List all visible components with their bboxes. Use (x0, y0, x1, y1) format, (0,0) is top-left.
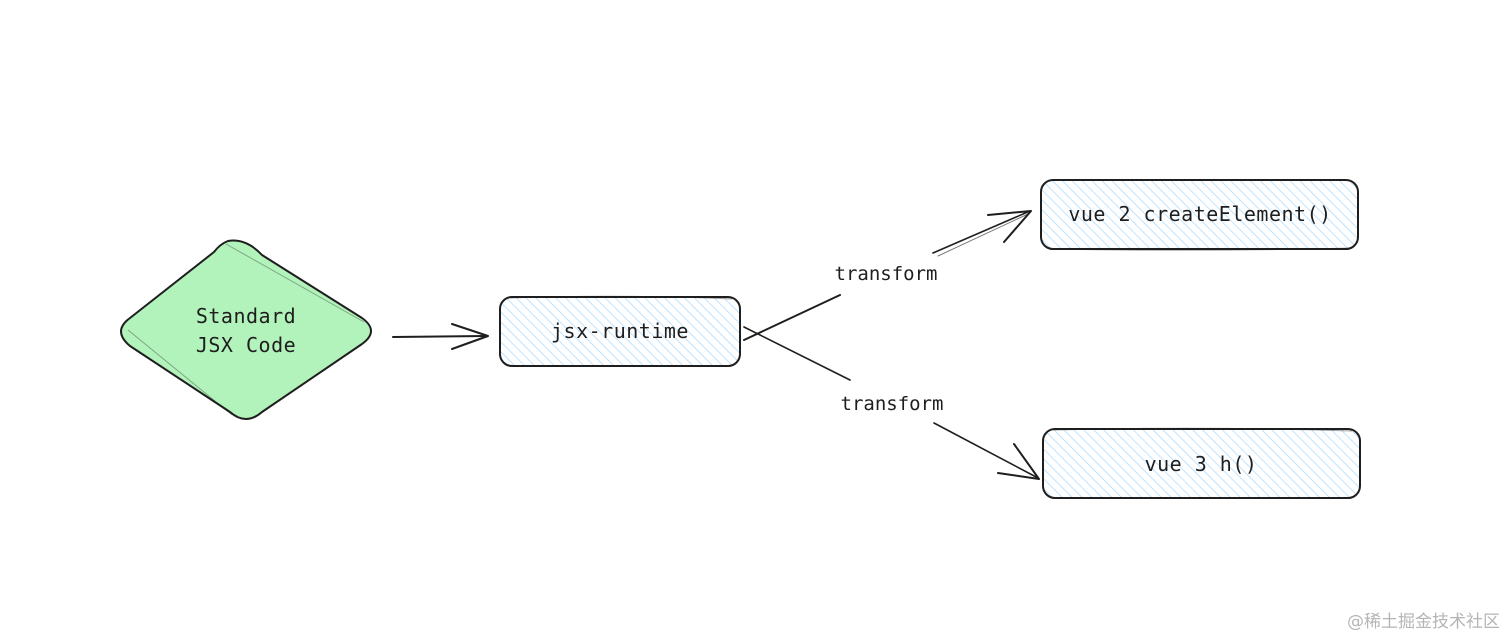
arrow-runtime-to-vue3 (743, 326, 1040, 480)
node-vue3-fill (1043, 429, 1360, 498)
arrow-runtime-to-vue2 (743, 210, 1032, 341)
edge-label-lower: transform (841, 393, 944, 415)
node-standard-jsx-line1: Standard (196, 304, 296, 328)
edge-label-upper: transform (835, 263, 938, 285)
node-vue2-fill (1041, 180, 1358, 249)
node-standard-jsx-line2: JSX Code (196, 333, 296, 357)
node-jsx-runtime-label: jsx-runtime (551, 319, 689, 343)
arrow-source-to-runtime (392, 323, 489, 350)
node-vue2-border (1040, 179, 1359, 250)
node-vue3-h[interactable]: vue 3 h() (1042, 427, 1361, 499)
node-jsx-runtime[interactable]: jsx-runtime (499, 295, 741, 367)
node-vue3-border (1042, 428, 1361, 499)
node-vue3-label: vue 3 h() (1145, 452, 1258, 476)
node-standard-jsx-sketch (127, 243, 365, 416)
node-standard-jsx-shape (120, 239, 372, 420)
node-jsx-runtime-fill (500, 297, 740, 366)
watermark: @稀土掘金技术社区 (1347, 612, 1500, 632)
node-vue2-label: vue 2 createElement() (1068, 202, 1331, 226)
node-jsx-runtime-border (499, 296, 741, 367)
node-standard-jsx[interactable]: Standard JSX Code (120, 239, 372, 420)
node-vue2-createelement[interactable]: vue 2 createElement() (1040, 179, 1359, 251)
